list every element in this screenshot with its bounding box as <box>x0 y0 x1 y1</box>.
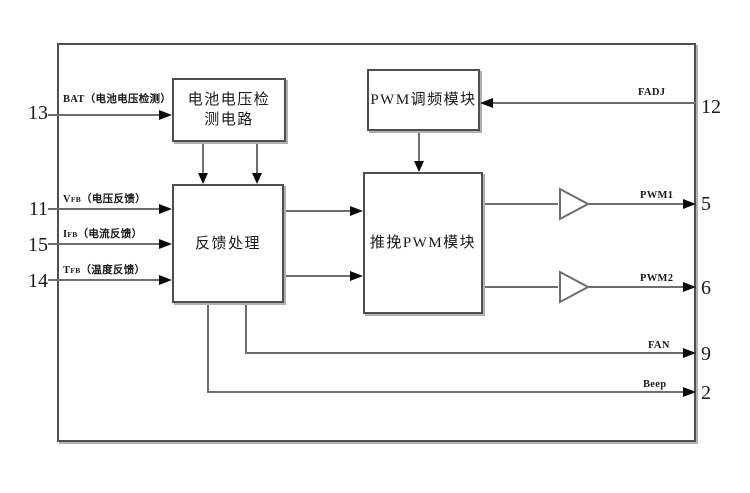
wire-pushpull-buffer1 <box>482 203 558 205</box>
signal-label-pwm1: PWM1 <box>640 190 674 201</box>
wire-batterydetect-feedback-a <box>202 141 204 174</box>
block-push-pull-pwm-module: 推挽PWM模块 <box>363 172 483 314</box>
wire-ifb <box>48 243 160 245</box>
wire-vfb-arrowhead <box>159 204 172 214</box>
wire-bat-arrowhead <box>159 110 172 120</box>
signal-label-tfb: TFB（温度反馈） <box>63 265 146 276</box>
wire-fan <box>245 352 684 354</box>
wire-pwm1-arrowhead <box>683 199 696 209</box>
pin-number-15: 15 <box>28 234 48 256</box>
signal-label-fadj: FADJ <box>638 87 666 98</box>
wire-pwm2-arrowhead <box>683 282 696 292</box>
wire-fadj-arrowhead <box>480 98 493 108</box>
pin-number-14: 14 <box>28 270 48 292</box>
wire-feedback-pushpull-a-arrowhead <box>350 206 363 216</box>
wire-batterydetect-feedback-b <box>256 141 258 174</box>
pin-number-11: 11 <box>28 198 48 220</box>
pin-number-12: 12 <box>701 96 721 118</box>
wire-pushpull-buffer2 <box>482 286 558 288</box>
block-pwm-frequency-module-label: PWM调频模块 <box>370 92 477 108</box>
wire-feedback-pushpull-b <box>283 275 350 277</box>
signal-label-ifb: IFB（电流反馈） <box>63 229 143 240</box>
block-feedback-processing-label: 反馈处理 <box>194 235 261 252</box>
wire-beep-arrowhead <box>683 387 696 397</box>
wire-fan-arrowhead <box>683 348 696 358</box>
pin-number-5: 5 <box>701 193 711 215</box>
wire-pwmfreq-pushpull <box>418 131 420 162</box>
signal-label-beep: Beep <box>643 379 667 390</box>
wire-batterydetect-feedback-b-arrowhead <box>252 173 262 184</box>
signal-label-pwm2: PWM2 <box>640 273 674 284</box>
wire-feedback-pushpull-b-arrowhead <box>350 271 363 281</box>
signal-label-vfb: VFB（电压反馈） <box>63 194 146 205</box>
wire-fadj <box>493 102 696 104</box>
signal-label-fan: FAN <box>648 340 670 351</box>
wire-feedback-pushpull-a <box>283 210 350 212</box>
pin-number-2: 2 <box>701 382 711 404</box>
wire-fan-vertical <box>245 302 247 353</box>
block-push-pull-pwm-module-label: 推挽PWM模块 <box>369 235 477 251</box>
wire-beep-vertical <box>207 302 209 392</box>
wire-bat <box>48 114 160 116</box>
wire-pwmfreq-pushpull-arrowhead <box>414 161 424 172</box>
block-battery-voltage-detect-label-line2: 测电路 <box>204 112 254 128</box>
block-feedback-processing: 反馈处理 <box>172 184 284 303</box>
wire-ifb-arrowhead <box>159 239 172 249</box>
buffer-symbol-2 <box>558 270 591 309</box>
signal-label-bat: BAT（电池电压检测） <box>63 94 172 105</box>
wire-tfb <box>48 279 160 281</box>
block-battery-voltage-detect: 电池电压检 测电路 <box>172 78 286 142</box>
wire-vfb <box>48 208 160 210</box>
buffer-triangle-icon <box>559 270 591 304</box>
chip-outline <box>57 43 696 442</box>
wire-tfb-arrowhead <box>159 275 172 285</box>
wire-beep <box>207 391 684 393</box>
block-pwm-frequency-module: PWM调频模块 <box>367 69 480 131</box>
block-battery-voltage-detect-label-line1: 电池电压检 <box>187 92 271 108</box>
pin-number-6: 6 <box>701 277 711 299</box>
wire-pwm1 <box>589 203 684 205</box>
pin-number-13: 13 <box>28 102 48 124</box>
wire-pwm2 <box>589 286 684 288</box>
wire-batterydetect-feedback-a-arrowhead <box>198 173 208 184</box>
pin-number-9: 9 <box>701 343 711 365</box>
buffer-symbol-1 <box>558 187 591 226</box>
buffer-triangle-icon <box>559 187 591 221</box>
